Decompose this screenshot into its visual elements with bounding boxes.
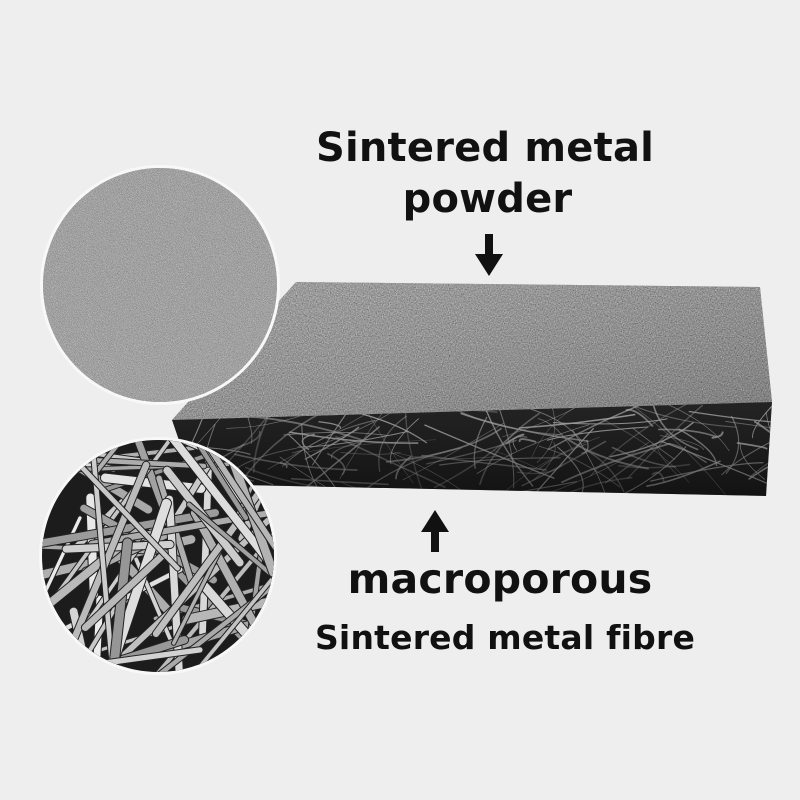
fibre-label-line1: macroporous <box>347 555 653 603</box>
slab-fibre-layer <box>172 402 772 496</box>
powder-label-line1: Sintered metal <box>315 125 655 171</box>
fibre-label-line2: Sintered metal fibre <box>314 618 696 657</box>
powder-micrograph <box>40 165 280 405</box>
arrow-up-icon <box>421 510 449 552</box>
powder-label-line2: powder <box>402 176 573 222</box>
arrow-down-icon <box>475 234 503 276</box>
slab-top-surface <box>172 282 772 420</box>
